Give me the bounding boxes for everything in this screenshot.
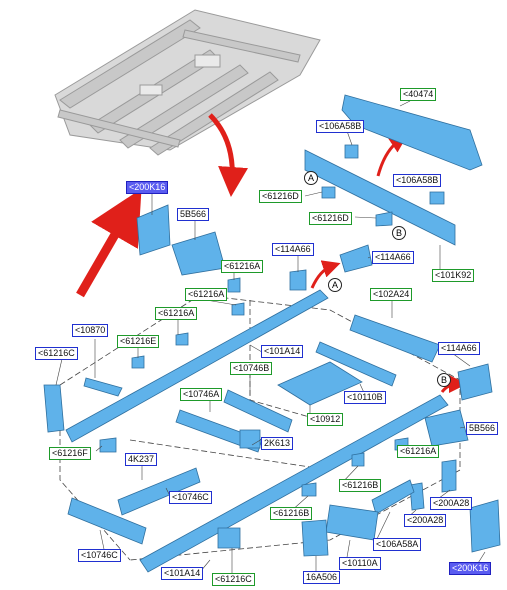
label-5B566-right: 5B566 (466, 422, 499, 435)
label-10870: <10870 (72, 324, 109, 337)
part-10912 (277, 361, 363, 406)
label-4K237: 4K237 (125, 453, 158, 466)
part-10746C-left (67, 497, 147, 545)
blue-parts (43, 94, 501, 573)
label-10746C-left: <10746C (78, 549, 121, 562)
label-61216B-low: <61216B (270, 507, 313, 520)
label-10110A: <10110A (339, 557, 381, 570)
part-200K16-top (136, 204, 171, 256)
red-arrow-down (208, 113, 249, 197)
label-61216D-a: <61216D (259, 190, 302, 203)
part-101A14-main (65, 289, 329, 443)
label-10746C-mid: <10746C (169, 491, 212, 504)
part-61216C-left (43, 384, 65, 433)
label-114A66-a: <114A66 (272, 243, 314, 256)
label-106A58B-top: <106A58B (316, 120, 365, 133)
red-arrow-a (310, 260, 341, 289)
part-102A24 (349, 314, 441, 363)
label-61216A-right: <61216A (397, 445, 440, 458)
label-61216C-low: <61216C (212, 573, 255, 586)
red-arrow-b2 (440, 375, 467, 394)
label-10110B: <10110B (344, 391, 386, 404)
callout-b-top: B (392, 226, 406, 240)
part-10746B (223, 389, 293, 433)
label-61216F: <61216F (49, 447, 91, 460)
part-106A58B-b (429, 191, 445, 205)
callout-a-top: A (304, 171, 318, 185)
part-10870 (83, 377, 123, 397)
label-102A24: <102A24 (370, 288, 413, 301)
label-16A506: 16A506 (303, 571, 341, 584)
label-200A28-a: <200A28 (430, 497, 473, 510)
label-61216E: <61216E (117, 335, 160, 348)
red-arrow-b (376, 135, 408, 177)
part-101K92 (304, 149, 456, 246)
label-2K613: 2K613 (261, 437, 294, 450)
label-106A58A: <106A58A (373, 538, 422, 551)
label-200K16-top: <200K16 (126, 181, 169, 194)
label-61216A-b: <61216A (185, 288, 228, 301)
label-114A66-right: <114A66 (438, 342, 480, 355)
vehicle-frame-thumbnail (54, 9, 321, 156)
label-101A14-low: <101A14 (161, 567, 204, 580)
part-101A14-low (139, 394, 449, 573)
part-106A58A (371, 479, 415, 515)
part-106A58B-a (344, 144, 359, 159)
label-101K92: <101K92 (432, 269, 475, 282)
part-4K237 (117, 467, 201, 516)
label-200A28-b: <200A28 (404, 514, 447, 527)
label-10746A: <10746A (180, 388, 223, 401)
part-200K16-low (469, 499, 501, 553)
label-200K16-low: <200K16 (449, 562, 492, 575)
label-61216B-mid: <61216B (339, 479, 382, 492)
callout-b-mid: B (437, 373, 451, 387)
part-40474 (341, 94, 483, 171)
label-114A66-b: <114A66 (372, 251, 414, 264)
label-40474: <40474 (400, 88, 437, 101)
part-5B566-right (424, 409, 469, 447)
label-61216C-left: <61216C (35, 347, 78, 360)
callout-a-mid: A (328, 278, 342, 292)
label-5B566-top: 5B566 (177, 208, 210, 221)
label-10912: <10912 (307, 413, 344, 426)
part-10110A (325, 504, 379, 541)
part-5B566-top (171, 231, 226, 276)
label-106A58B-right: <106A58B (393, 174, 442, 187)
label-10746B: <10746B (230, 362, 273, 375)
label-61216A-a: <61216A (221, 260, 264, 273)
red-arrow-diagonal (76, 188, 142, 298)
label-101A14-mid: <101A14 (261, 345, 304, 358)
label-61216A-c: <61216A (155, 307, 198, 320)
label-61216D-b: <61216D (309, 212, 352, 225)
part-10110B (315, 341, 397, 387)
